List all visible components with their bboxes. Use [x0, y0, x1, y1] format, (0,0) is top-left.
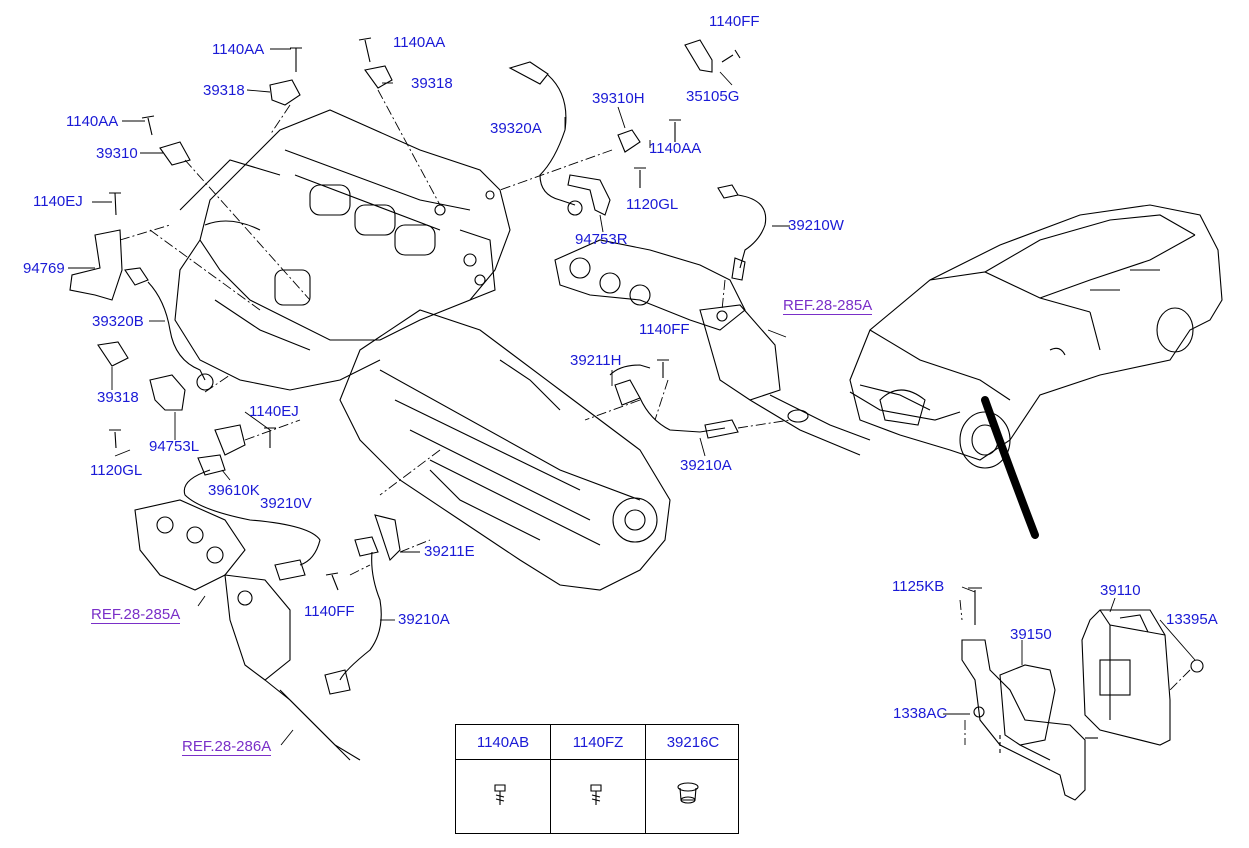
label-39211H: 39211H: [570, 352, 622, 369]
ref-28-285A-left[interactable]: REF.28-285A: [91, 606, 181, 624]
label-39310H: 39310H: [592, 90, 645, 107]
label-39318-a: 39318: [203, 82, 245, 99]
label-39210A-left: 39210A: [398, 611, 450, 628]
sensor-wiring: [69, 37, 767, 695]
label-1140AA-c: 1140AA: [66, 113, 119, 130]
label-39211E: 39211E: [424, 543, 475, 560]
parts-table-column: [456, 725, 551, 833]
label-1140EJ-b: 1140EJ: [249, 403, 299, 420]
table-part-icons: [494, 782, 699, 805]
label-39610K: 39610K: [208, 482, 260, 499]
label-1140EJ-a: 1140EJ: [33, 193, 83, 210]
ref-28-285A-right[interactable]: REF.28-285A: [783, 297, 873, 315]
label-1120GL-a: 1120GL: [626, 196, 679, 213]
parts-table: 1140AB 1140FZ 39216C: [455, 724, 739, 834]
exhaust-manifold-left: [134, 499, 361, 761]
label-leaders: [68, 48, 1196, 746]
label-1338AC: 1338AC: [893, 705, 948, 722]
label-39320A: 39320A: [490, 120, 542, 137]
parts-table-header-39216C: 39216C: [666, 734, 720, 751]
ecu-assembly: [961, 587, 1204, 801]
label-39210W: 39210W: [788, 217, 844, 234]
parts-table-header-1140FZ: 1140FZ: [572, 734, 624, 751]
label-1140FF-top: 1140FF: [709, 13, 760, 30]
label-39150: 39150: [1010, 626, 1052, 643]
label-39210A-right: 39210A: [680, 457, 732, 474]
bolt-icon: [590, 784, 602, 805]
label-1140AA-left: 1140AA: [212, 41, 265, 58]
label-13395A: 13395A: [1166, 611, 1218, 628]
label-35105G: 35105G: [686, 88, 740, 105]
label-39210V: 39210V: [260, 495, 312, 512]
label-94769: 94769: [23, 260, 65, 277]
label-1140AA-d: 1140AA: [649, 140, 702, 157]
label-1140AA-right: 1140AA: [393, 34, 446, 51]
label-1140FF-low: 1140FF: [304, 603, 355, 620]
assembly-leader-lines: [119, 89, 1191, 745]
transmission: [339, 309, 671, 591]
label-39318-c: 39318: [97, 389, 139, 406]
label-1140FF-mid: 1140FF: [639, 321, 690, 338]
parts-table-header: [456, 725, 738, 760]
engine-block: [174, 109, 511, 391]
bolt-icon: [494, 784, 506, 805]
label-39320B: 39320B: [92, 313, 144, 330]
label-94753R: 94753R: [575, 231, 628, 248]
plug-icon: [677, 782, 699, 804]
parts-table-column: [551, 725, 646, 833]
label-39310: 39310: [96, 145, 138, 162]
parts-table-header-1140AB: 1140AB: [476, 734, 530, 751]
label-39318-b: 39318: [411, 75, 453, 92]
label-1120GL-b: 1120GL: [90, 462, 143, 479]
label-1125KB: 1125KB: [892, 578, 945, 595]
label-94753L: 94753L: [149, 438, 200, 455]
ref-28-286A[interactable]: REF.28-286A: [182, 738, 272, 756]
exhaust-manifold-right: [554, 239, 871, 456]
label-39110: 39110: [1100, 582, 1141, 599]
car-illustration: [849, 204, 1223, 539]
